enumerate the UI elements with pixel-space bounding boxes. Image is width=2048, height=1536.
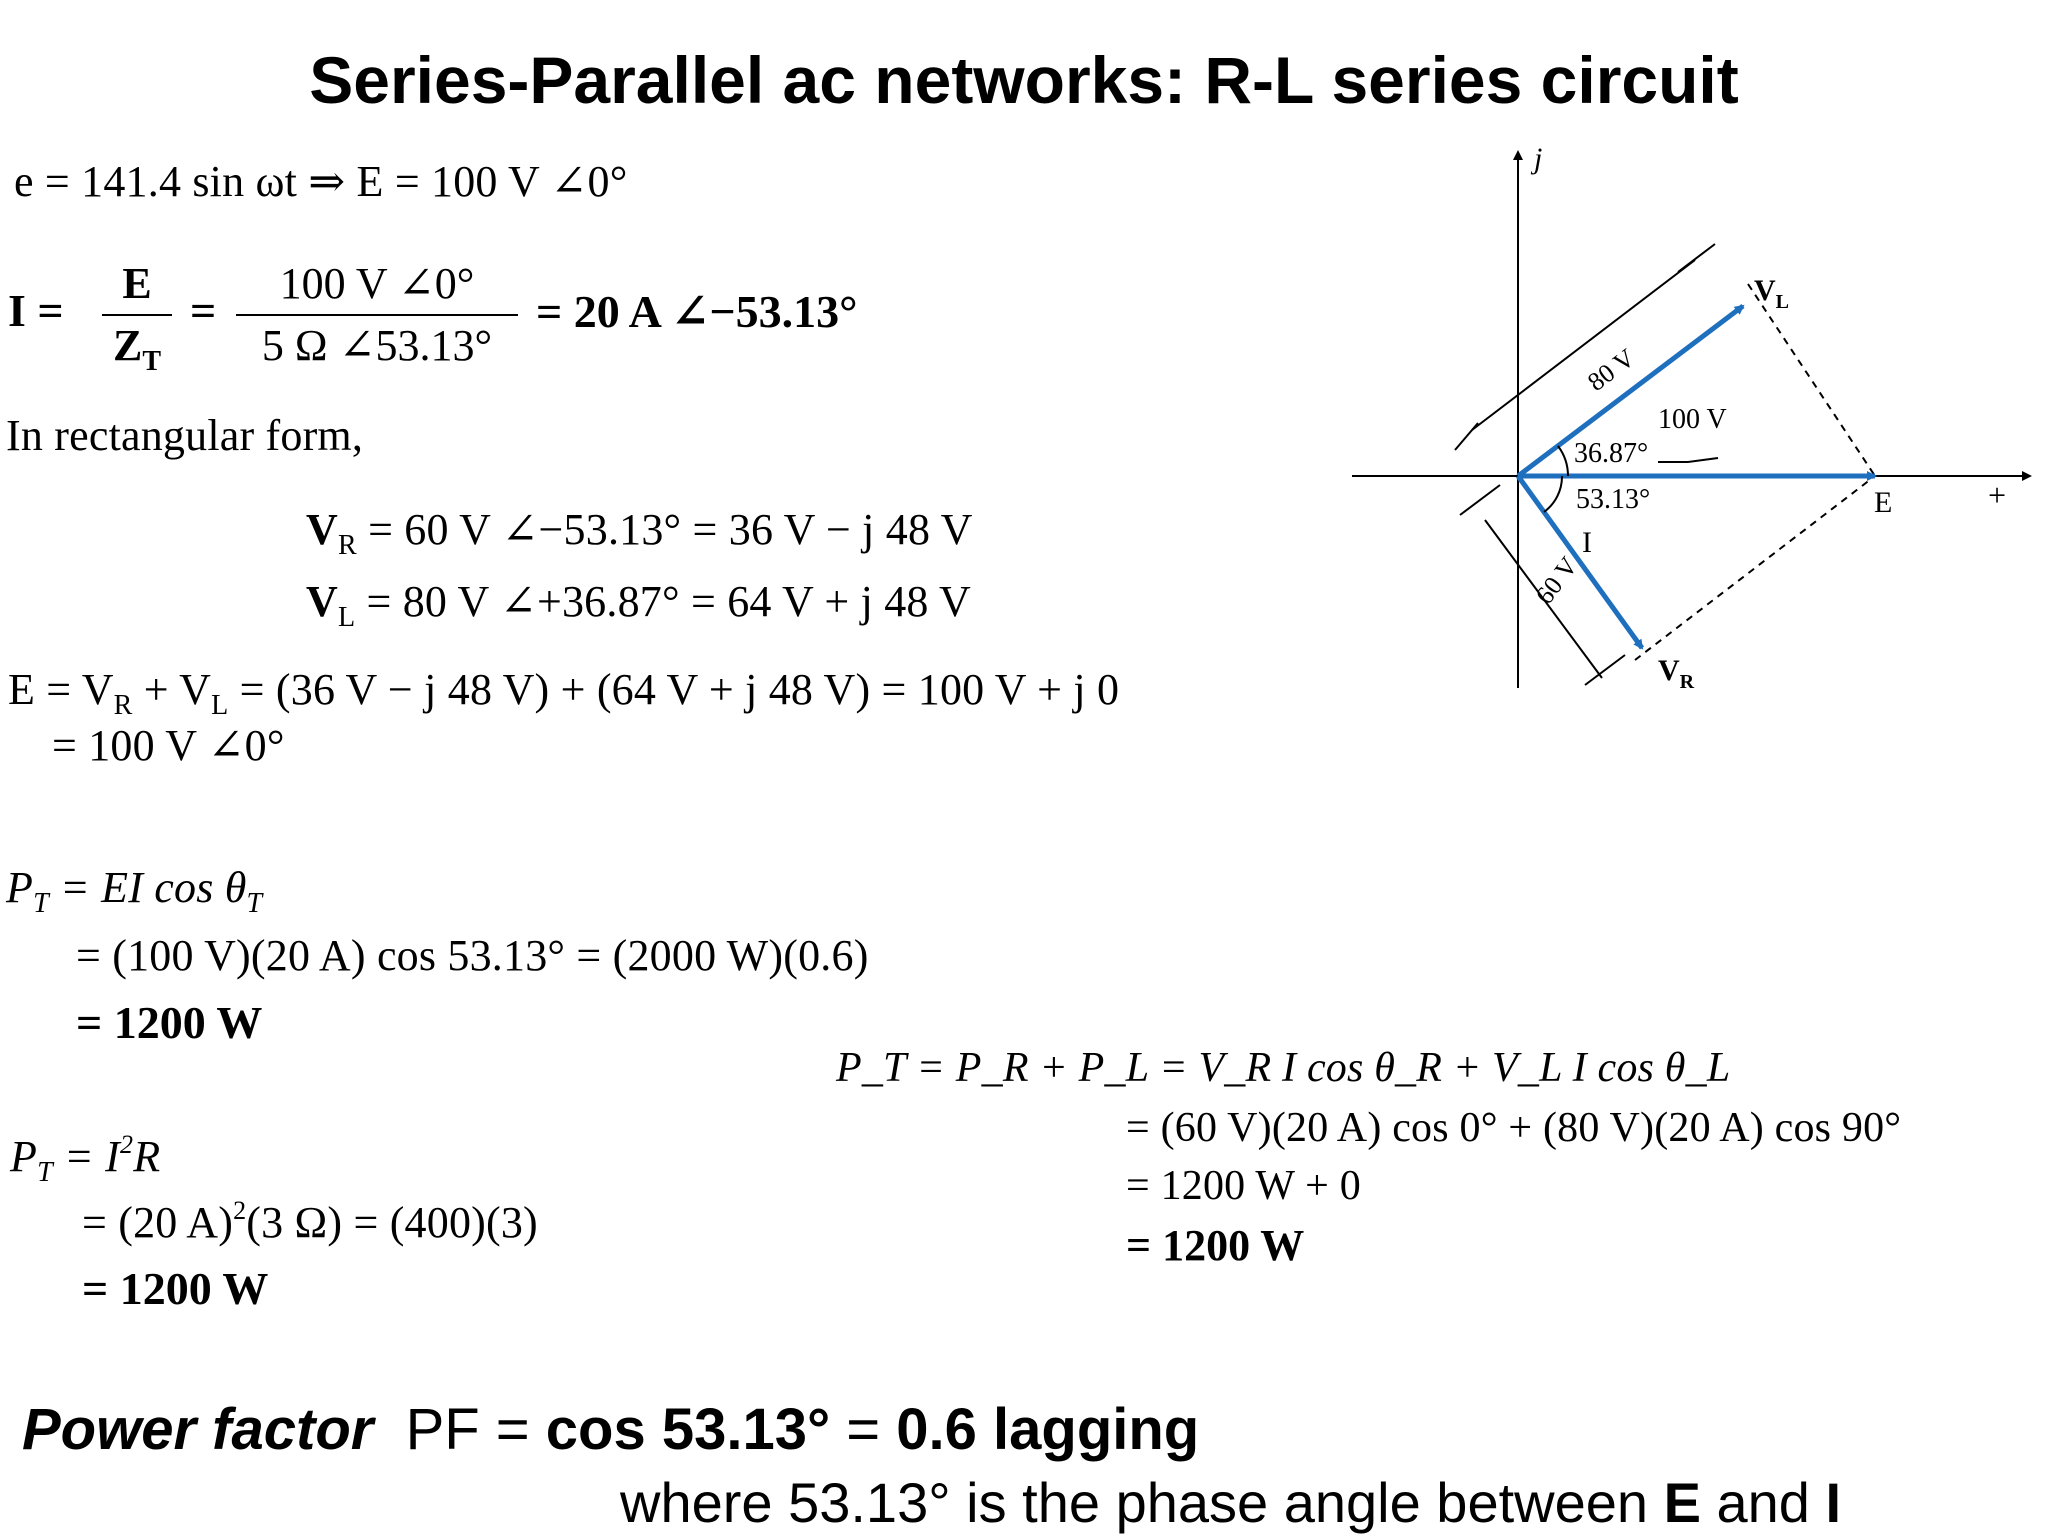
axis-plus-label: + — [1988, 477, 2006, 513]
angle-arc-53 — [1543, 475, 1564, 513]
i-label: I — [1582, 526, 1592, 559]
angle-36-label: 36.87° — [1574, 438, 1648, 469]
current-result: = 20 A ∠−53.13° — [536, 286, 858, 337]
vl-label: VL — [1754, 274, 1789, 313]
power-eq-1-line-2: = (100 V)(20 A) cos 53.13° = (2000 W)(0.… — [76, 931, 869, 980]
power-eq-3-line-4: = 1200 W — [1126, 1221, 1305, 1270]
dim-80v — [1471, 259, 1696, 431]
power-eq-3-line-2: = (60 V)(20 A) cos 0° + (80 V)(20 A) cos… — [1126, 1105, 1902, 1151]
current-equals: = — [190, 285, 217, 336]
power-eq-3-line-1: P_T = P_R + P_L = V_R I cos θ_R + V_L I … — [836, 1045, 1731, 1091]
vr-label: VR — [1658, 654, 1695, 693]
page-title: Series-Parallel ac networks: R-L series … — [309, 43, 1739, 117]
kvl-result: = 100 V ∠0° — [52, 721, 285, 770]
angle-arc-36 — [1557, 445, 1569, 477]
dashed-vr-to-e — [1634, 475, 1876, 661]
fraction-bar — [102, 314, 172, 316]
vl-phasor — [1516, 304, 1745, 478]
e-label: E — [1874, 486, 1892, 519]
power-eq-2-line-3: = 1200 W — [82, 1263, 269, 1314]
magnitude-60v: 60 V — [1530, 551, 1584, 609]
axis-j-label: j — [1530, 142, 1542, 175]
angle-53-label: 53.13° — [1576, 484, 1650, 515]
power-eq-1-line-3: = 1200 W — [76, 997, 263, 1048]
rectangular-form-label: In rectangular form, — [6, 411, 364, 460]
leader-100v — [1658, 457, 1719, 463]
power-factor-line: Power factor PF = cos 53.13° = 0.6 laggi… — [22, 1397, 1200, 1462]
phasor-diagram: j + VL VR E I 80 V 60 V 100 V 36.87° 53.… — [1352, 142, 2032, 693]
current-lhs: I = — [8, 285, 64, 336]
power-eq-3-line-3: = 1200 W + 0 — [1126, 1163, 1361, 1209]
fraction-e-over-zt: E ZT — [102, 258, 172, 388]
vr-equation: VR = 60 V ∠−53.13° = 36 V − j 48 V — [306, 505, 973, 561]
power-eq-2-line-1: PT = I2R — [10, 1130, 161, 1188]
i-phasor — [1515, 474, 1645, 650]
fraction-numerator: 100 V ∠0° — [279, 259, 475, 308]
source-equation: e = 141.4 sin ωt ⇒ E = 100 V ∠0° — [14, 157, 628, 206]
kvl-equation: E = VR + VL = (36 V − j 48 V) + (64 V + … — [8, 665, 1120, 721]
power-eq-2-line-2: = (20 A)2(3 Ω) = (400)(3) — [82, 1196, 538, 1247]
phase-angle-note: where 53.13° is the phase angle between … — [620, 1471, 1842, 1534]
fraction-phasor: 100 V ∠0° 5 Ω ∠53.13° — [236, 258, 518, 372]
dim-60v — [1484, 519, 1603, 679]
dashed-vl-to-e — [1747, 283, 1876, 477]
fraction-numerator: E — [122, 259, 152, 308]
power-eq-1-line-1: PT = EI cos θT — [6, 863, 263, 919]
fraction-denominator: ZT — [112, 321, 162, 377]
vl-equation: VL = 80 V ∠+36.87° = 64 V + j 48 V — [306, 577, 971, 633]
fraction-bar — [236, 314, 518, 316]
magnitude-100v: 100 V — [1658, 404, 1727, 435]
fraction-denominator: 5 Ω ∠53.13° — [261, 321, 493, 370]
